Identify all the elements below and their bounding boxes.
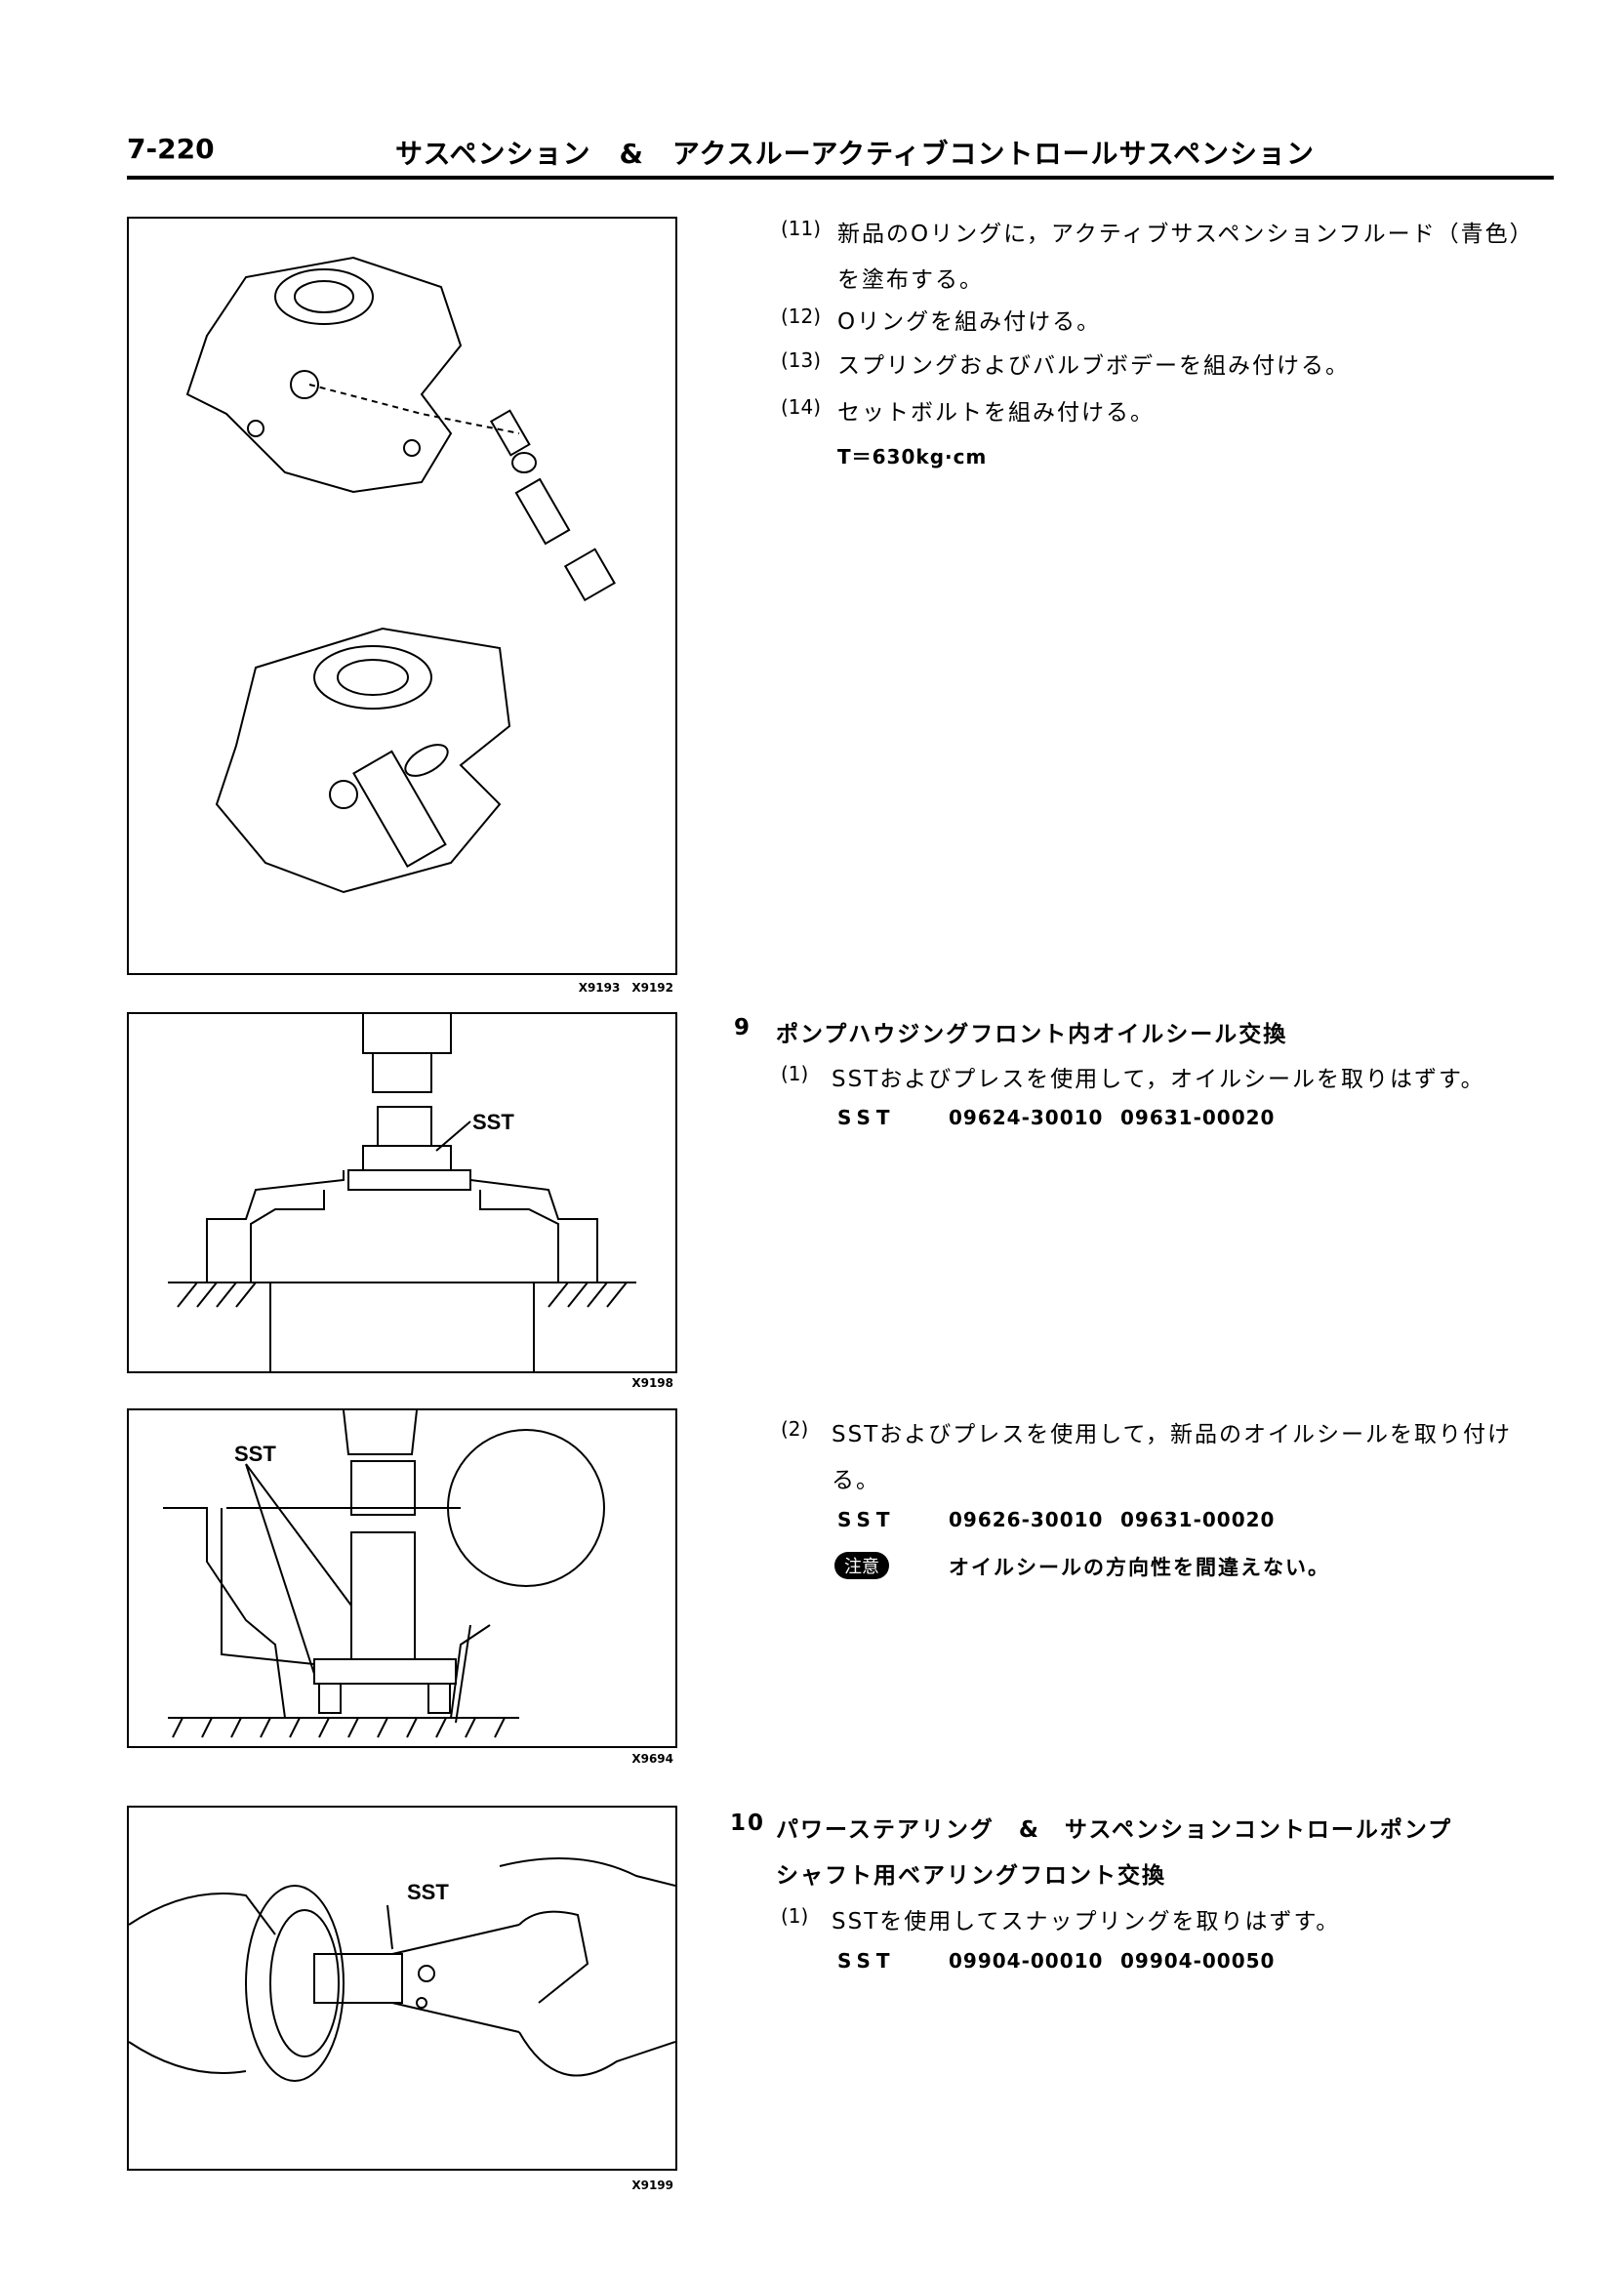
sst-part-number: 09631-00020 [1120, 1508, 1276, 1531]
step-number: (2) [781, 1417, 809, 1441]
torque-spec: T＝630kg·cm [837, 445, 988, 468]
sst-label: SST [234, 1442, 276, 1466]
step-number: (1) [781, 1062, 809, 1085]
section-title-cont: シャフト用ベアリングフロント交換 [776, 1863, 1166, 1889]
step-number: (14) [781, 395, 822, 419]
figure-code: X9198 [631, 1376, 673, 1390]
step-number: (11) [781, 217, 822, 240]
step-text: セットボルトを組み付ける。 [837, 400, 1155, 426]
step-text-cont: る。 [832, 1468, 880, 1493]
press-removal-illustration [168, 1014, 636, 1371]
page-number: 7-220 [127, 133, 215, 165]
figure-snap-ring-removal: SST [127, 1806, 677, 2171]
snap-ring-plier-illustration [129, 1857, 675, 2082]
section-number: 9 [734, 1015, 752, 1040]
caution-text: オイルシールの方向性を間違えない。 [949, 1556, 1330, 1579]
section-title: ポンプハウジングフロント内オイルシール交換 [776, 1022, 1288, 1047]
figure-oil-seal-removal: SST [127, 1012, 677, 1373]
sst-part-number: 09904-00050 [1120, 1949, 1276, 1973]
header-rule [127, 176, 1554, 180]
sst-label: SST [837, 1106, 896, 1129]
sst-label: SST [837, 1508, 896, 1531]
page-title: サスペンション & アクスルーアクティブコントロールサスペンション [395, 138, 1315, 170]
sst-part-number: 09624-30010 [949, 1106, 1104, 1129]
step-text: SSTを使用してスナップリングを取りはずす。 [832, 1909, 1341, 1934]
knuckle-valve-illustration [185, 256, 616, 894]
figure-code: X9199 [631, 2178, 673, 2192]
step-text: SSTおよびプレスを使用して，新品のオイルシールを取り付け [832, 1422, 1512, 1447]
step-text: SSTおよびプレスを使用して，オイルシールを取りはずす。 [832, 1067, 1485, 1092]
step-text: Oリングを組み付ける。 [837, 309, 1102, 335]
figure-code: X9694 [631, 1752, 673, 1766]
caution-badge: 注意 [834, 1552, 889, 1579]
step-text: スプリングおよびバルブボデーを組み付ける。 [837, 353, 1350, 379]
figure-code: X9193 X9192 [578, 981, 673, 995]
sst-part-number: 09631-00020 [1120, 1106, 1276, 1129]
sst-label: SST [837, 1949, 896, 1973]
step-number: (12) [781, 305, 822, 328]
press-install-illustration [163, 1410, 605, 1738]
step-number: (13) [781, 348, 822, 372]
step-text-cont: を塗布する。 [837, 267, 984, 293]
sst-label: SST [472, 1110, 514, 1134]
sst-part-number: 09904-00010 [949, 1949, 1104, 1973]
step-text: 新品のOリングに，アクティブサスペンションフルード（青色） [837, 222, 1534, 247]
step-number: (1) [781, 1904, 809, 1928]
sst-label: SST [407, 1880, 449, 1904]
section-title: パワーステアリング & サスペンションコントロールポンプ [776, 1817, 1453, 1843]
section-number: 10 [730, 1811, 766, 1836]
figure-oil-seal-install: SST [127, 1408, 677, 1748]
sst-part-number: 09626-30010 [949, 1508, 1104, 1531]
figure-valve-body-assembly [127, 217, 677, 975]
